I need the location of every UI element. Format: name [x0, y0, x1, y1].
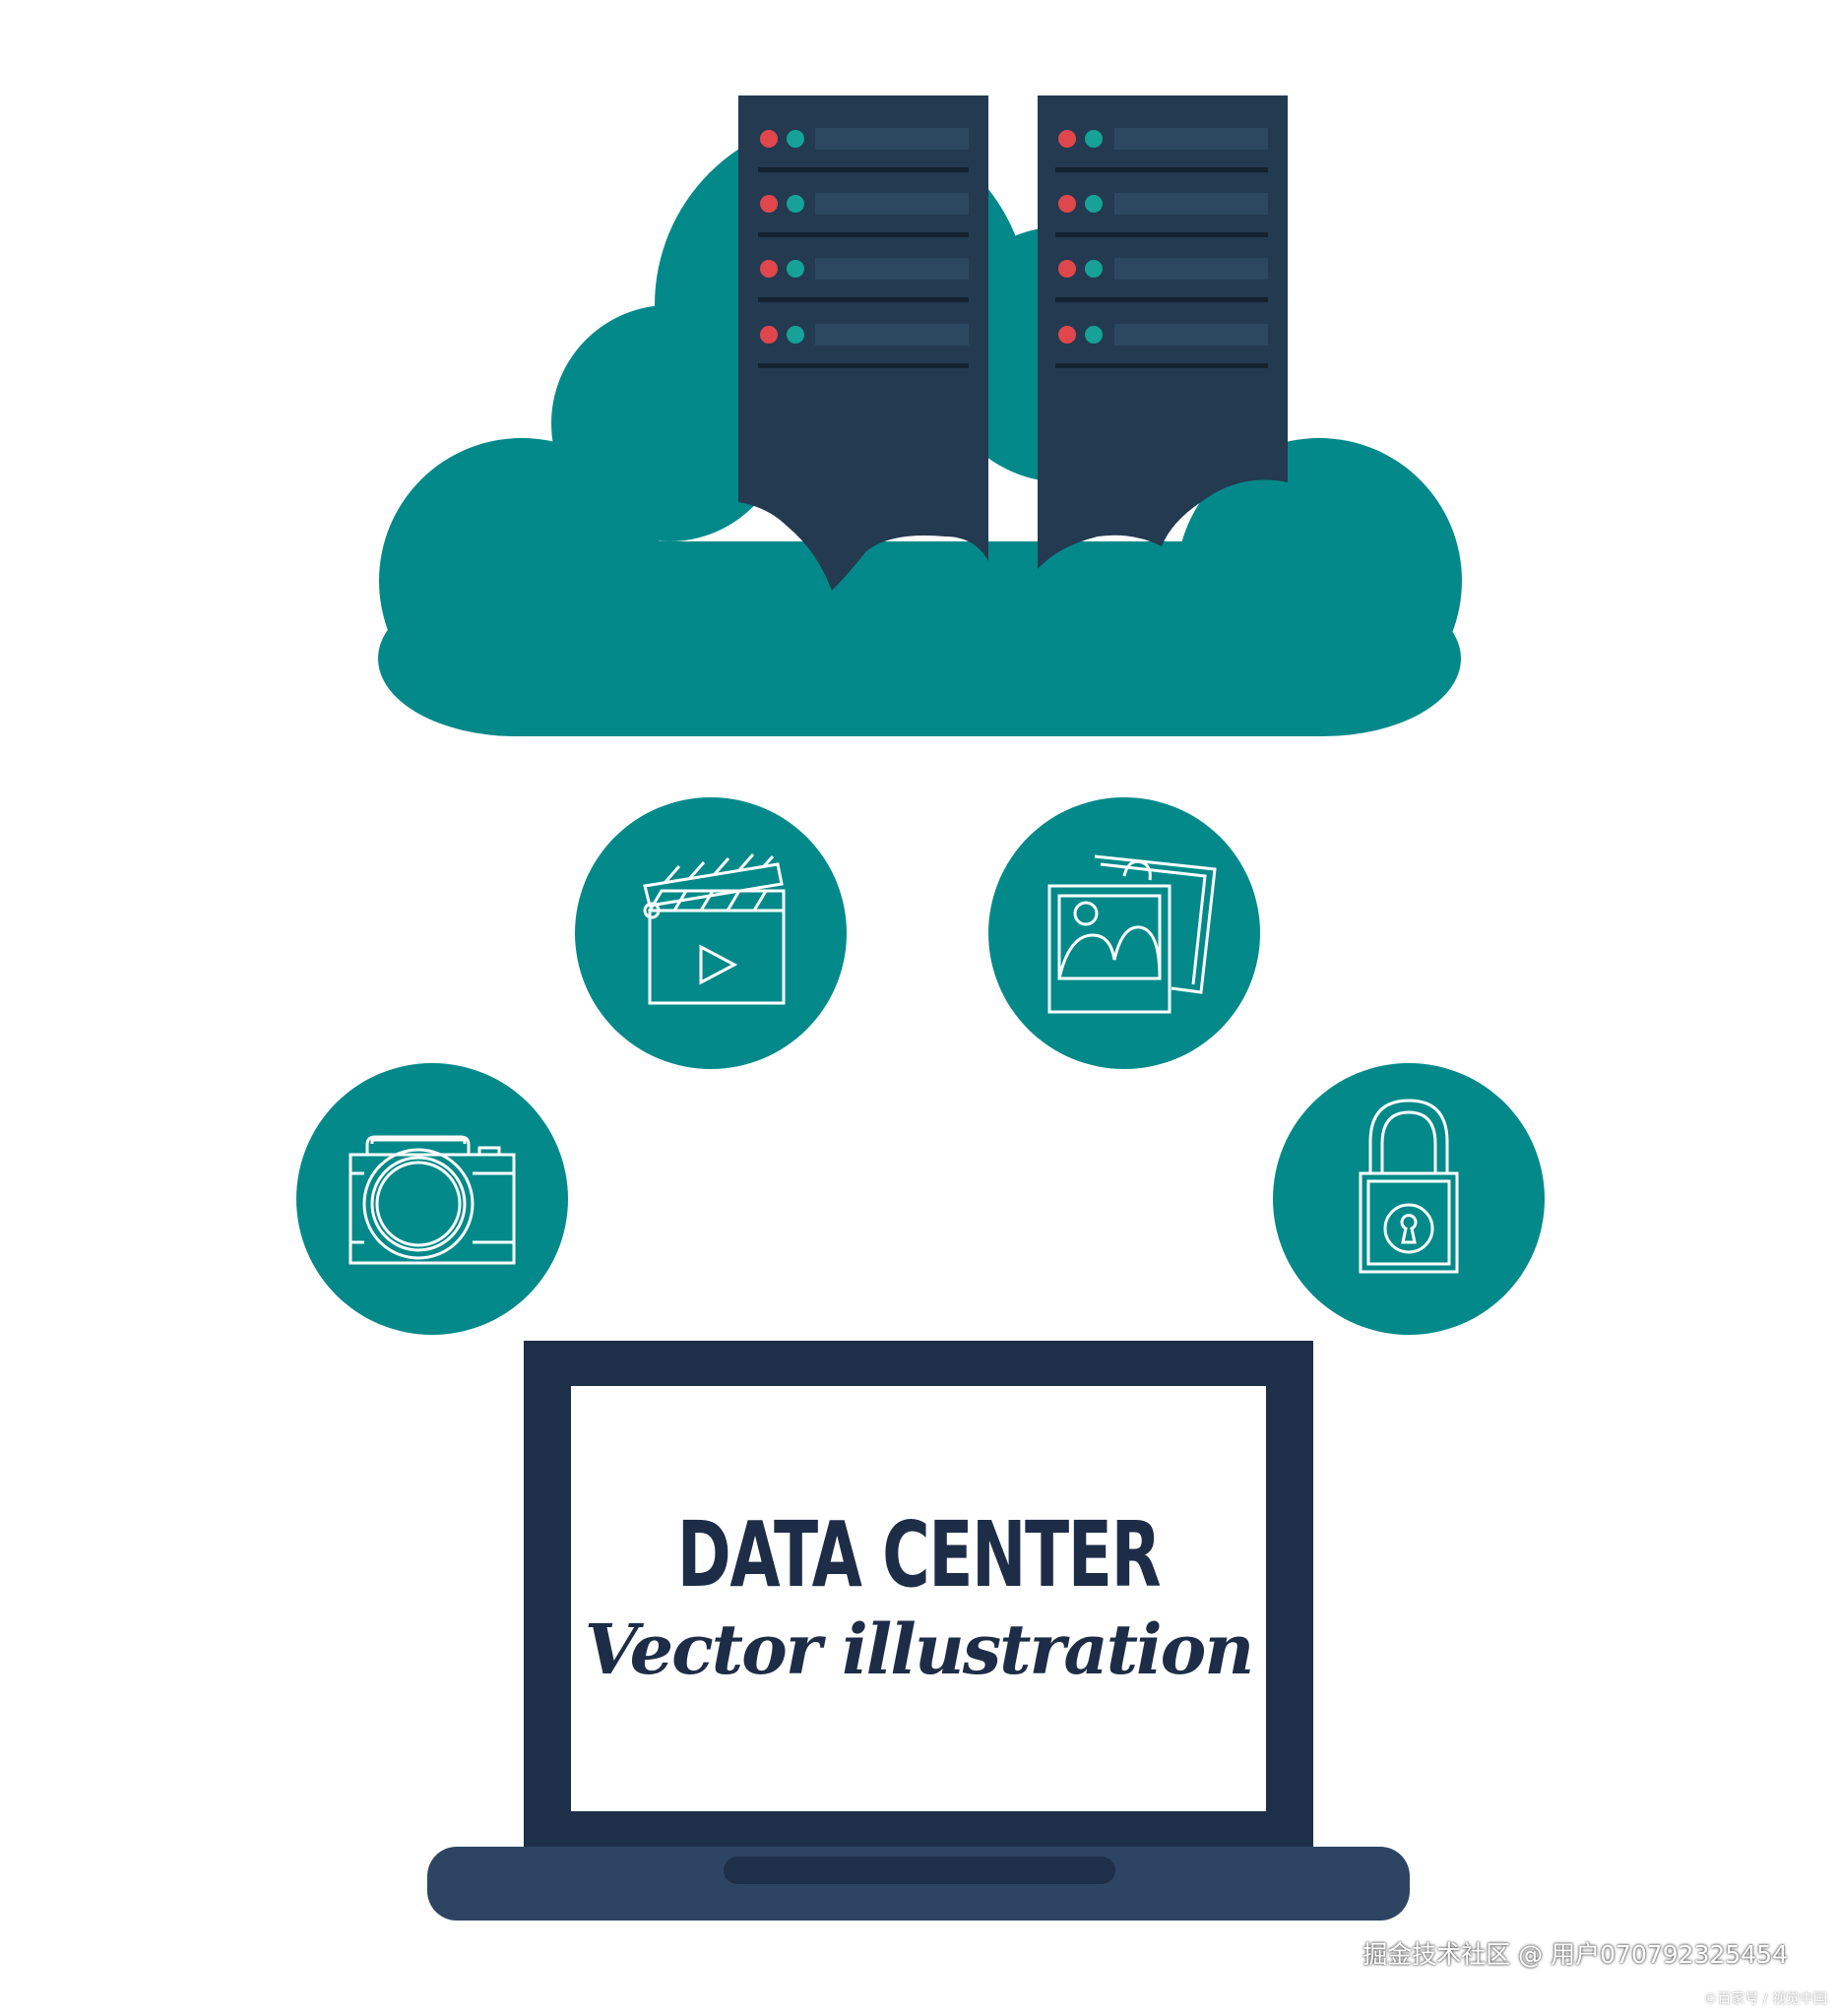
- laptop-icon: [427, 1341, 1410, 1921]
- camera-icon: [296, 1063, 568, 1335]
- laptop-screen: [571, 1386, 1266, 1811]
- server-unit: [1055, 324, 1268, 368]
- server-unit: [758, 258, 969, 302]
- server-unit: [1055, 128, 1268, 172]
- server-unit: [1055, 258, 1268, 302]
- screen-subtitle: Vector illustration: [584, 1608, 1254, 1690]
- clapperboard-icon: [575, 797, 847, 1069]
- server-rack-right: [1038, 95, 1288, 569]
- padlock-icon: [1273, 1063, 1545, 1335]
- watermark: 掘金技术社区 @ 用户070792325454: [1362, 1940, 1788, 1969]
- screen-title: DATA CENTER: [676, 1502, 1162, 1607]
- server-unit: [758, 193, 969, 237]
- server-unit: [758, 128, 969, 172]
- photos-icon: [988, 797, 1260, 1069]
- server-rack-left: [738, 95, 988, 591]
- server-unit: [1055, 193, 1268, 237]
- laptop-hinge: [724, 1857, 1115, 1884]
- server-unit: [758, 324, 969, 368]
- corner-watermark: ©百家号 / 视觉中国: [1703, 1991, 1827, 2007]
